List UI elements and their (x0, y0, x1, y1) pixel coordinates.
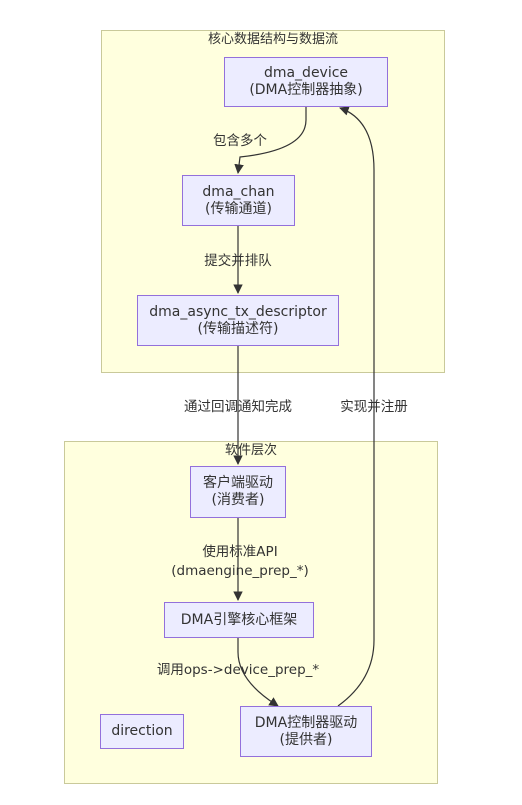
node-dma-device-desc: (DMA控制器抽象) (249, 82, 363, 98)
node-direction[interactable]: direction (100, 714, 184, 749)
edge-label-contains: 包含多个 (213, 133, 267, 149)
node-dma-device[interactable]: dma_device (DMA控制器抽象) (224, 57, 388, 107)
node-dma-device-name: dma_device (263, 65, 349, 81)
node-dma-chan-desc: (传输通道) (205, 200, 272, 217)
node-direction-name: direction (111, 723, 173, 739)
edge-label-use-api-line2: (dmaengine_prep_*) (171, 563, 309, 579)
edge-contains-line (234, 107, 307, 174)
cluster-core-title: 核心数据结构与数据流 (207, 32, 339, 47)
edge-label-use-api: 使用标准API (dmaengine_prep_*) (171, 543, 309, 581)
edge-label-implement: 实现并注册 (340, 399, 408, 415)
edge-implement-line (337, 106, 375, 707)
edge-call-ops-line (237, 638, 279, 707)
node-dma-engine-core[interactable]: DMA引擎核心框架 (164, 602, 314, 638)
node-dma-chan[interactable]: dma_chan (传输通道) (182, 175, 295, 226)
node-dma-controller-driver-desc: (提供者) (279, 731, 333, 748)
node-client-driver-desc: (消费者) (211, 492, 265, 508)
node-descriptor-name: dma_async_tx_descriptor (149, 303, 327, 320)
edge-label-call-ops: 调用ops->device_prep_* (156, 662, 320, 678)
edge-label-callback: 通过回调通知完成 (184, 399, 292, 415)
node-dma-controller-driver[interactable]: DMA控制器驱动 (提供者) (240, 706, 372, 757)
node-client-driver[interactable]: 客户端驱动 (消费者) (190, 466, 286, 518)
node-client-driver-name: 客户端驱动 (203, 475, 273, 491)
edge-label-use-api-line1: 使用标准API (202, 544, 278, 560)
node-dma-engine-core-name: DMA引擎核心框架 (180, 611, 298, 628)
edge-label-submit: 提交并排队 (204, 253, 272, 269)
node-descriptor[interactable]: dma_async_tx_descriptor (传输描述符) (137, 295, 339, 346)
node-dma-controller-driver-name: DMA控制器驱动 (254, 714, 358, 731)
node-descriptor-desc: (传输描述符) (197, 320, 279, 337)
node-dma-chan-name: dma_chan (202, 183, 275, 200)
